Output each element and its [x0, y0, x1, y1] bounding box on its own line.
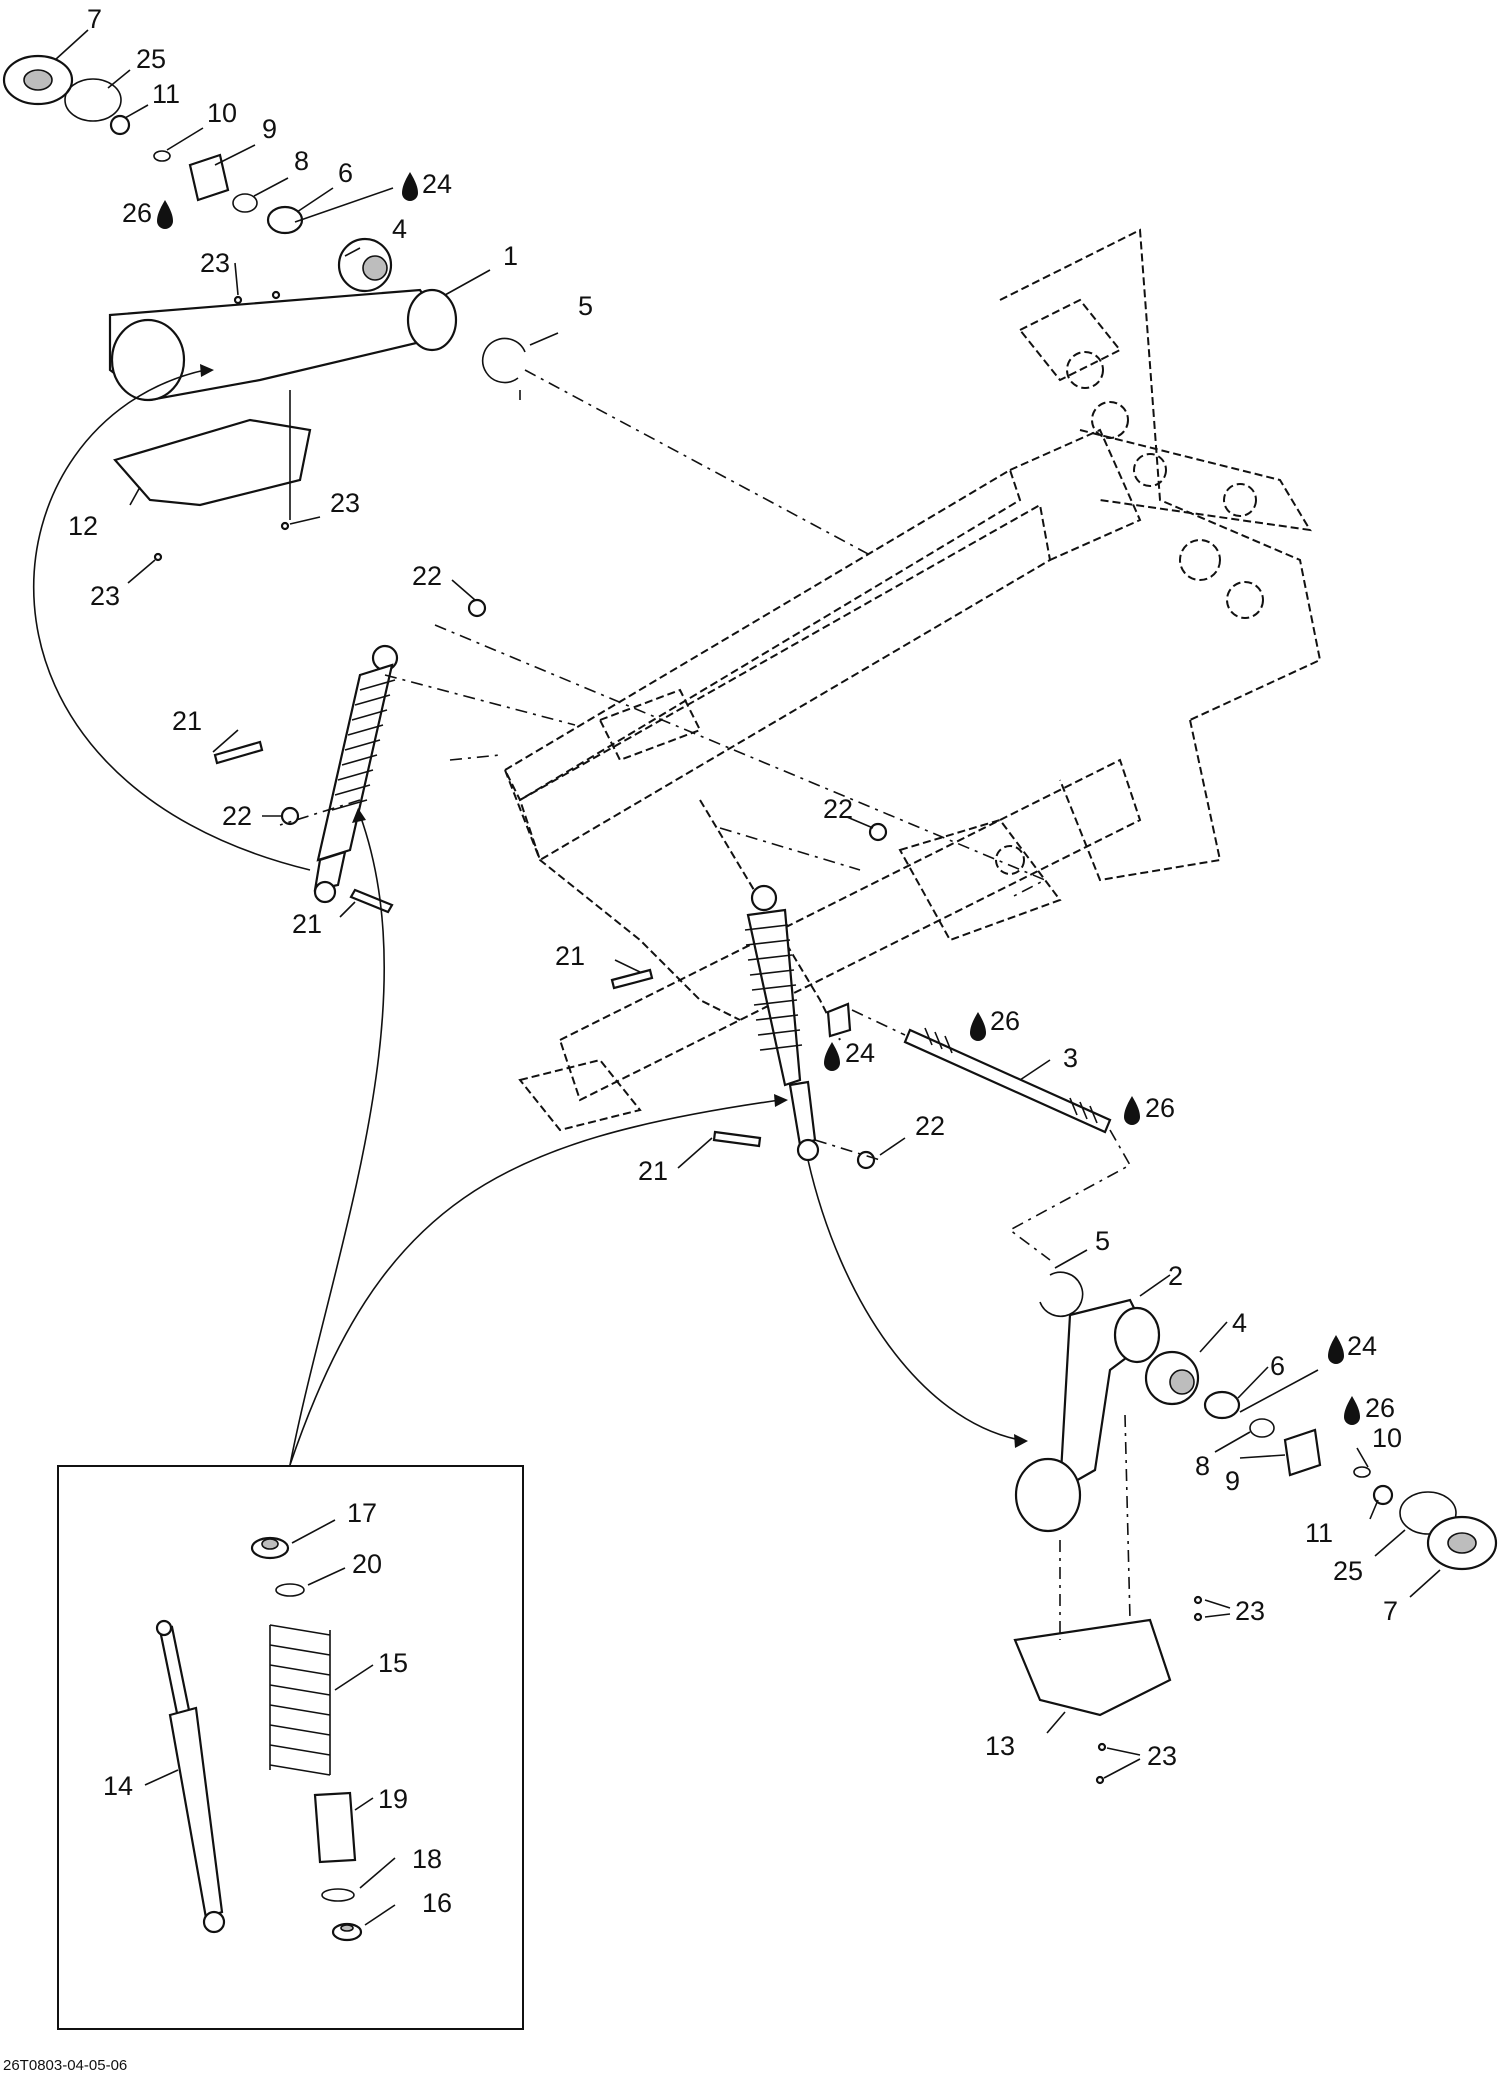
cap-9-left: [188, 153, 230, 202]
callout-23: 23: [1147, 1741, 1177, 1771]
callout-15: 15: [378, 1648, 408, 1678]
callout-26: 26: [1365, 1393, 1395, 1423]
callout-12: 12: [68, 511, 98, 541]
callout-11: 11: [152, 79, 180, 109]
callout-1: 1: [503, 241, 518, 271]
washer-10-right: [1353, 1466, 1371, 1478]
guard-13: [1013, 1618, 1172, 1717]
callout-8: 8: [1195, 1451, 1210, 1481]
callout-8: 8: [294, 146, 309, 176]
seal-6-left: [266, 205, 304, 235]
callout-5: 5: [1095, 1226, 1110, 1256]
callout-23: 23: [330, 488, 360, 518]
callout-2: 2: [1168, 1261, 1183, 1291]
cap-9-right: [1283, 1428, 1322, 1477]
callout-21: 21: [172, 706, 202, 736]
callout-22: 22: [915, 1111, 945, 1141]
guard-12: [113, 418, 312, 507]
assembly-lines: [279, 369, 1132, 1261]
ring-8-left: [232, 193, 258, 213]
clamp-25-left: [64, 78, 122, 122]
callout-6: 6: [1270, 1351, 1285, 1381]
callout-24: 24: [845, 1038, 875, 1068]
vehicle-frame: [503, 228, 1322, 1132]
callout-23: 23: [90, 581, 120, 611]
nuts-22: [280, 598, 888, 1170]
callout-21: 21: [555, 941, 585, 971]
rear-shock-right: [744, 884, 820, 1162]
callout-6: 6: [338, 158, 353, 188]
callout-9: 9: [262, 114, 277, 144]
washer-10-left: [153, 150, 171, 162]
callout-10: 10: [1372, 1423, 1402, 1453]
callout-20: 20: [352, 1549, 382, 1579]
callout-24: 24: [1347, 1331, 1377, 1361]
shock-inset-box: [57, 1465, 524, 2030]
callout-22: 22: [823, 794, 853, 824]
callout-26: 26: [122, 198, 152, 228]
callout-5: 5: [578, 291, 593, 321]
oil-drop-icon: [157, 172, 1360, 1425]
callout-23: 23: [1235, 1596, 1265, 1626]
seal-6-right: [1203, 1390, 1241, 1420]
ring-8-right: [1249, 1418, 1275, 1438]
callout-21: 21: [292, 909, 322, 939]
callout-11: 11: [1305, 1518, 1333, 1548]
callout-4: 4: [392, 214, 407, 244]
rear-shock-left: [313, 644, 399, 904]
callout-26: 26: [990, 1006, 1020, 1036]
swing-arm-1-tube: [406, 288, 458, 352]
callout-18: 18: [412, 1844, 442, 1874]
callout-17: 17: [347, 1498, 377, 1528]
reference-arrows: [32, 364, 1028, 1466]
circlip-5-left: [481, 337, 526, 384]
clamp-25-right: [1399, 1491, 1457, 1535]
callout-3: 3: [1063, 1043, 1078, 1073]
callout-22: 22: [412, 561, 442, 591]
circlip-5-right: [1039, 1271, 1084, 1318]
callout-26: 26: [1145, 1093, 1175, 1123]
callout-10: 10: [207, 98, 237, 128]
callout-7: 7: [1383, 1596, 1398, 1626]
callout-7: 7: [87, 4, 102, 34]
leader-lines: [54, 29, 1441, 1926]
callout-23: 23: [200, 248, 230, 278]
callout-16: 16: [422, 1888, 452, 1918]
callout-labels: 7 25 11 10 9 8 6 24 26 23 4 1 5 23 12 23…: [68, 4, 1402, 1918]
nut-11-right: [1372, 1484, 1394, 1506]
callout-4: 4: [1232, 1308, 1247, 1338]
callout-25: 25: [1333, 1556, 1363, 1586]
callout-22: 22: [222, 801, 252, 831]
shaft-3: [826, 1002, 1112, 1134]
right-swing-arm-assembly: [1013, 1271, 1498, 1785]
callout-24: 24: [422, 169, 452, 199]
callout-19: 19: [378, 1784, 408, 1814]
bolts-21: [213, 740, 762, 1148]
callout-25: 25: [136, 44, 166, 74]
callout-9: 9: [1225, 1466, 1240, 1496]
callout-14: 14: [103, 1771, 133, 1801]
callout-13: 13: [985, 1731, 1015, 1761]
figure-code: 26T0803-04-05-06: [3, 2057, 127, 2074]
callout-21: 21: [638, 1156, 668, 1186]
nut-11-left: [109, 114, 131, 136]
